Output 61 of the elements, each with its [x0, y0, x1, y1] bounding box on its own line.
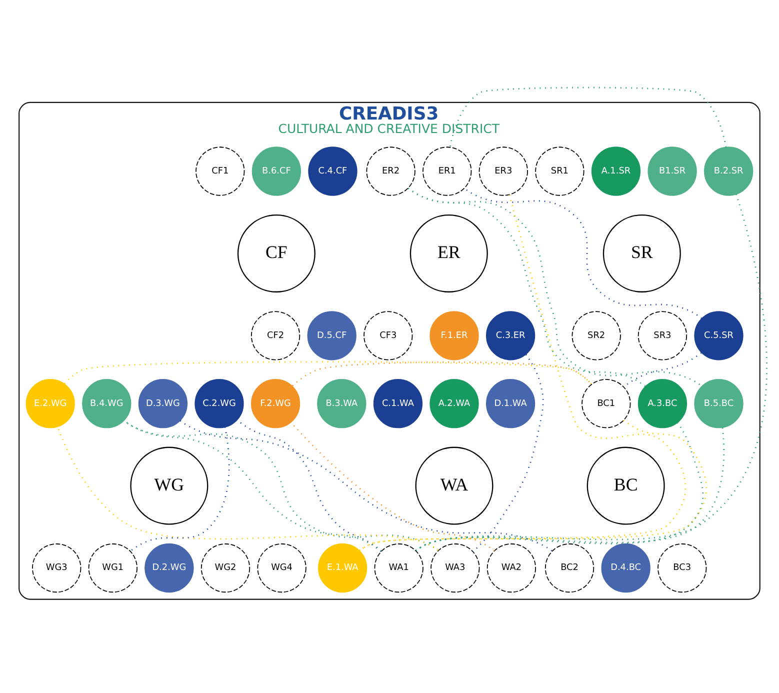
node-circle: SR3: [638, 310, 688, 360]
connector: [130, 426, 230, 552]
node-circle: A.1.SR: [591, 146, 641, 196]
node-circle: WA2: [486, 542, 536, 592]
connector: [472, 354, 544, 552]
connector: [64, 360, 592, 384]
node-circle: ER: [410, 214, 488, 292]
node-circle: BC: [586, 446, 665, 524]
node-circle: WG: [130, 446, 208, 524]
connector: [124, 419, 382, 551]
node-circle: F.1.ER: [430, 310, 479, 360]
node-circle: ER3: [478, 146, 528, 196]
node-circle: CF1: [196, 146, 245, 196]
connector: [416, 194, 768, 551]
node-circle: B.5.BC: [694, 378, 744, 428]
node-circle: D.5.CF: [307, 310, 356, 360]
connector: [292, 360, 592, 386]
node-circle: SR1: [535, 146, 584, 196]
connector: [449, 86, 727, 147]
node-circle: WA3: [430, 542, 480, 592]
node-circle: CF2: [250, 310, 300, 360]
node-circle: SR2: [572, 310, 621, 360]
connector: [464, 187, 702, 318]
node-circle: WA: [415, 446, 494, 524]
node-circle: A.3.BC: [638, 378, 688, 428]
node-circle: WG2: [200, 542, 250, 592]
node-circle: C.5.SR: [694, 310, 744, 360]
node-circle: D.4.BC: [601, 542, 650, 592]
node-circle: B.4.WG: [82, 378, 132, 428]
node-circle: WG3: [32, 542, 82, 592]
node-circle: D.3.WG: [138, 378, 188, 428]
node-circle: CF3: [364, 310, 413, 360]
node-circle: WA1: [374, 542, 424, 592]
node-circle: C.4.CF: [308, 146, 358, 196]
node-circle: BC3: [658, 542, 707, 592]
node-circle: E.2.WG: [26, 378, 75, 428]
node-circle: B.3.WA: [317, 378, 366, 428]
node-circle: E.1.WA: [318, 542, 368, 592]
node-circle: WG1: [88, 542, 138, 592]
node-circle: F.2.WG: [250, 378, 300, 428]
node-circle: WG4: [257, 542, 306, 592]
node-circle: ER2: [366, 146, 416, 196]
node-circle: BC2: [544, 542, 594, 592]
node-circle: BC1: [582, 378, 631, 428]
connector: [408, 187, 646, 387]
connector: [359, 419, 707, 551]
node-circle: B1.SR: [648, 146, 697, 196]
connector: [56, 426, 439, 550]
node-circle: SR: [602, 214, 681, 292]
node-circle: B.6.CF: [252, 146, 301, 196]
node-circle: D.2.WG: [144, 542, 194, 592]
connector: [408, 187, 702, 386]
node-circle: D.1.WA: [486, 378, 536, 428]
node-circle: ER1: [422, 146, 472, 196]
node-circle: CF: [237, 214, 316, 292]
node-circle: C.1.WA: [373, 378, 423, 428]
connector: [180, 420, 552, 552]
node-circle: B.2.SR: [704, 146, 754, 196]
node-circle: C.2.WG: [194, 378, 244, 428]
node-circle: C.3.ER: [486, 310, 536, 360]
node-circle: A.2.WA: [430, 378, 479, 428]
